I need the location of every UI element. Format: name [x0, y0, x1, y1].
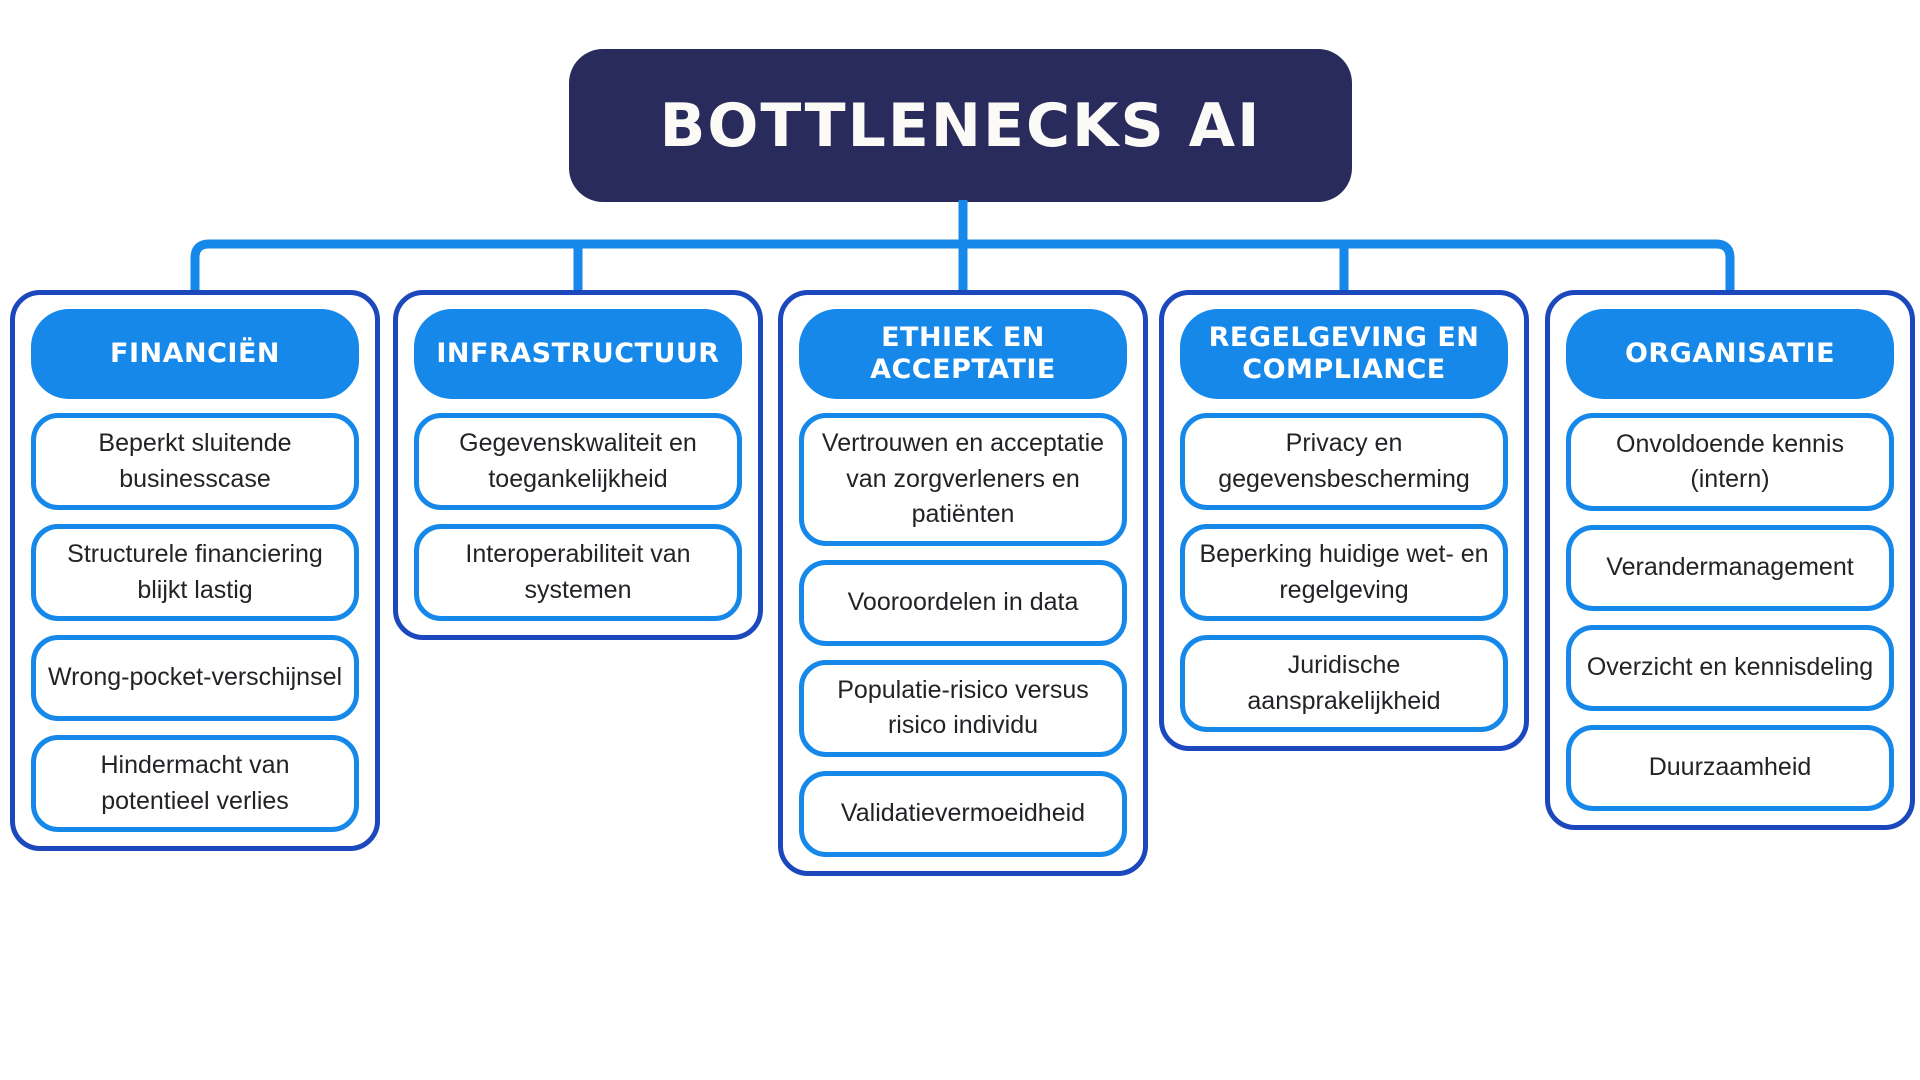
column-item-label: Populatie-risico versus risico individu — [837, 675, 1089, 740]
column-item-label: Interoperabiliteit van systemen — [465, 540, 691, 604]
column-header-label: REGELGEVING EN COMPLIANCE — [1208, 322, 1480, 385]
column-item-label: Privacy en gegevensbescherming — [1218, 429, 1470, 493]
column-item-label: Onvoldoende kennis (intern) — [1616, 429, 1844, 494]
column-financien: FINANCIËN Beperkt sluitende businesscase… — [10, 290, 380, 851]
column-item: Vooroordelen in data — [799, 559, 1127, 646]
column-item: Onvoldoende kennis (intern) — [1566, 413, 1894, 511]
column-item: Beperkt sluitende businesscase — [31, 413, 359, 510]
column-infrastructuur: INFRASTRUCTUUR Gegevenskwaliteit en toeg… — [393, 290, 763, 640]
connector-horizontal — [190, 239, 1735, 292]
column-header-label: ETHIEK EN ACCEPTATIE — [870, 322, 1056, 385]
column-item-label: Structurele financiering blijkt lastig — [67, 540, 323, 604]
column-header: ORGANISATIE — [1566, 309, 1894, 399]
column-item-label: Verandermanagement — [1606, 553, 1854, 582]
column-header: INFRASTRUCTUUR — [414, 309, 742, 399]
column-item: Duurzaamheid — [1566, 725, 1894, 811]
column-item: Validatievermoeidheid — [799, 770, 1127, 857]
column-header: REGELGEVING EN COMPLIANCE — [1180, 309, 1508, 399]
column-regelgeving-en-compliance: REGELGEVING EN COMPLIANCE Privacy en geg… — [1159, 290, 1529, 751]
column-item-label: Juridische aansprakelijkheid — [1247, 651, 1441, 715]
column-item: Beperking huidige wet- en regelgeving — [1180, 524, 1508, 621]
column-item-label: Overzicht en kennisdeling — [1586, 653, 1874, 682]
column-item: Gegevenskwaliteit en toegankelijkheid — [414, 413, 742, 510]
column-header-label: ORGANISATIE — [1624, 338, 1836, 370]
column-item: Populatie-risico versus risico individu — [799, 659, 1127, 757]
column-item: Privacy en gegevensbescherming — [1180, 413, 1508, 510]
column-item-label: Vertrouwen en acceptatie van zorgverlene… — [821, 429, 1105, 528]
column-item: Overzicht en kennisdeling — [1566, 625, 1894, 711]
column-item: Vertrouwen en acceptatie van zorgverlene… — [799, 413, 1127, 546]
column-item: Hindermacht van potentieel verlies — [31, 735, 359, 832]
column-header-label: FINANCIËN — [110, 338, 280, 370]
column-item-label: Vooroordelen in data — [847, 587, 1079, 616]
column-item-label: Beperkt sluitende businesscase — [98, 429, 292, 493]
column-item: Interoperabiliteit van systemen — [414, 524, 742, 621]
column-item-label: Hindermacht van potentieel verlies — [100, 751, 290, 815]
column-item-label: Duurzaamheid — [1648, 753, 1812, 782]
column-item-label: Wrong-pocket-verschijnsel — [47, 663, 343, 692]
column-item-label: Validatievermoeidheid — [840, 798, 1086, 827]
diagram-title: BOTTLENECKS AI — [659, 90, 1262, 161]
column-header: FINANCIËN — [31, 309, 359, 399]
column-item-label: Gegevenskwaliteit en toegankelijkheid — [459, 429, 697, 493]
column-ethiek-en-acceptatie: ETHIEK EN ACCEPTATIE Vertrouwen en accep… — [778, 290, 1148, 876]
column-organisatie: ORGANISATIE Onvoldoende kennis (intern) … — [1545, 290, 1915, 830]
title-box: BOTTLENECKS AI — [569, 49, 1352, 202]
column-item: Verandermanagement — [1566, 525, 1894, 611]
column-item: Wrong-pocket-verschijnsel — [31, 635, 359, 721]
column-item: Juridische aansprakelijkheid — [1180, 635, 1508, 732]
column-header-label: INFRASTRUCTUUR — [436, 338, 720, 370]
column-item-label: Beperking huidige wet- en regelgeving — [1199, 540, 1489, 604]
column-header: ETHIEK EN ACCEPTATIE — [799, 309, 1127, 399]
column-item: Structurele financiering blijkt lastig — [31, 524, 359, 621]
